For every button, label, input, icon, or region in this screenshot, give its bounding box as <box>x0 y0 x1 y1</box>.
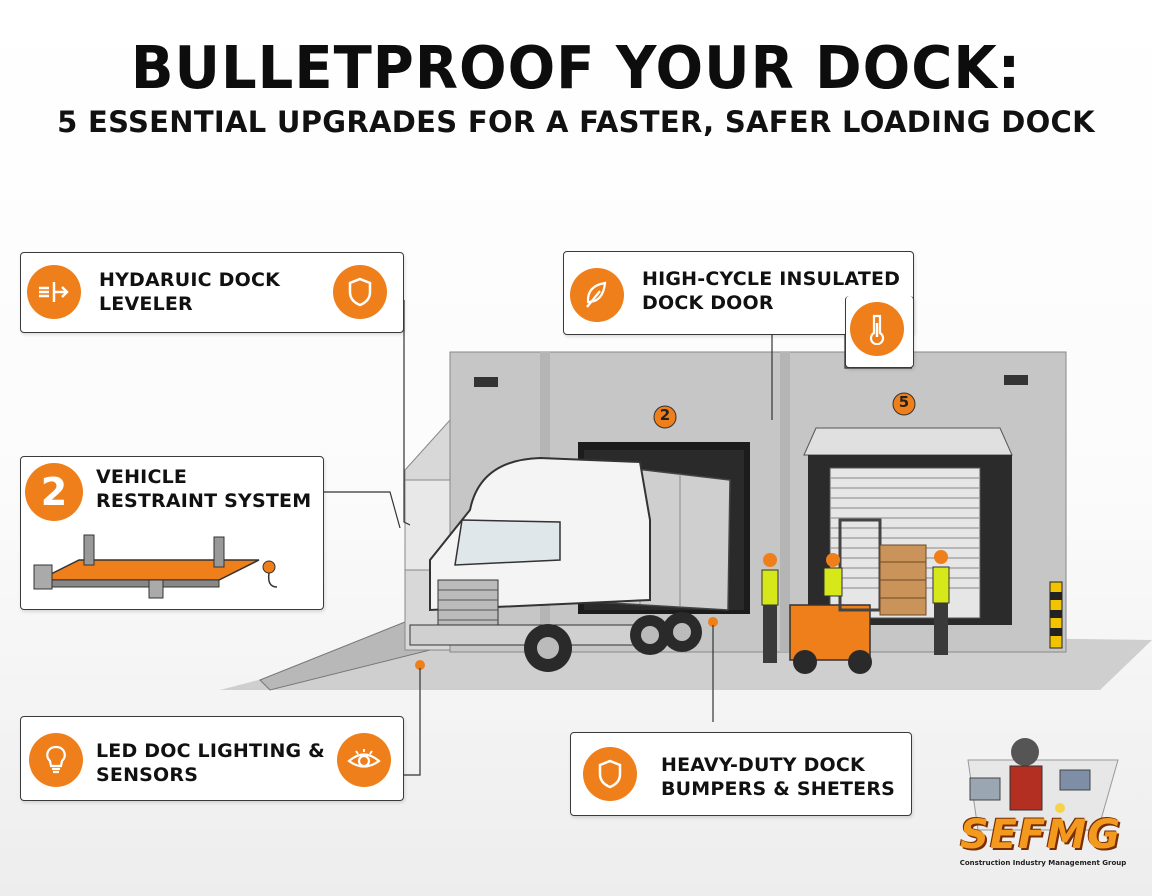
shield-icon <box>333 265 387 319</box>
logo-tagline: Construction Industry Management Group <box>959 859 1127 867</box>
shield-icon <box>583 747 637 801</box>
worker <box>932 550 950 655</box>
card-label: HIGH-CYCLE INSULATED DOCK DOOR <box>642 268 901 314</box>
logo-wordmark: SEFMG <box>960 812 1122 858</box>
number-badge: 2 <box>25 463 83 521</box>
worker <box>823 553 843 597</box>
bay-marker: 2 <box>659 406 671 424</box>
restraint-plate-illustration <box>33 534 278 599</box>
card-label: LED DOC LIGHTING & SENSORS <box>96 740 325 786</box>
card-label: HYDARUIC DOCK LEVELER <box>99 269 281 315</box>
page-subtitle: 5 ESSENTIAL UPGRADES FOR A FASTER, SAFER… <box>57 105 1095 139</box>
card-label: VEHICLE RESTRAINT SYSTEM <box>96 466 312 512</box>
logo-illustration <box>967 738 1119 831</box>
worker <box>761 553 779 663</box>
card-vehicle-restraint: 2 VEHICLE RESTRAINT SYSTEM <box>20 456 324 610</box>
card-insulated-door: HIGH-CYCLE INSULATED DOCK DOOR <box>563 251 914 335</box>
arrows-icon <box>27 265 81 319</box>
card-dock-leveler: HYDARUIC DOCK LEVELER <box>20 252 404 333</box>
card-led-lighting: LED DOC LIGHTING & SENSORS <box>20 716 404 801</box>
lightbulb-icon <box>29 733 83 787</box>
wall-light <box>474 377 498 387</box>
page-title: BULLETPROOF YOUR DOCK: <box>130 34 1022 103</box>
card-label: HEAVY-DUTY DOCK BUMPERS & SHETERS <box>661 754 896 800</box>
leaf-icon <box>570 268 624 322</box>
card-dock-bumpers: HEAVY-DUTY DOCK BUMPERS & SHETERS <box>570 732 912 816</box>
thermometer-icon <box>850 302 904 356</box>
wall-light <box>1004 375 1028 385</box>
thermometer-badge-box <box>845 296 914 368</box>
bay-marker: 5 <box>898 393 910 411</box>
truck-grille <box>437 579 499 631</box>
eye-icon <box>337 733 391 787</box>
door-canopy <box>803 427 1013 456</box>
